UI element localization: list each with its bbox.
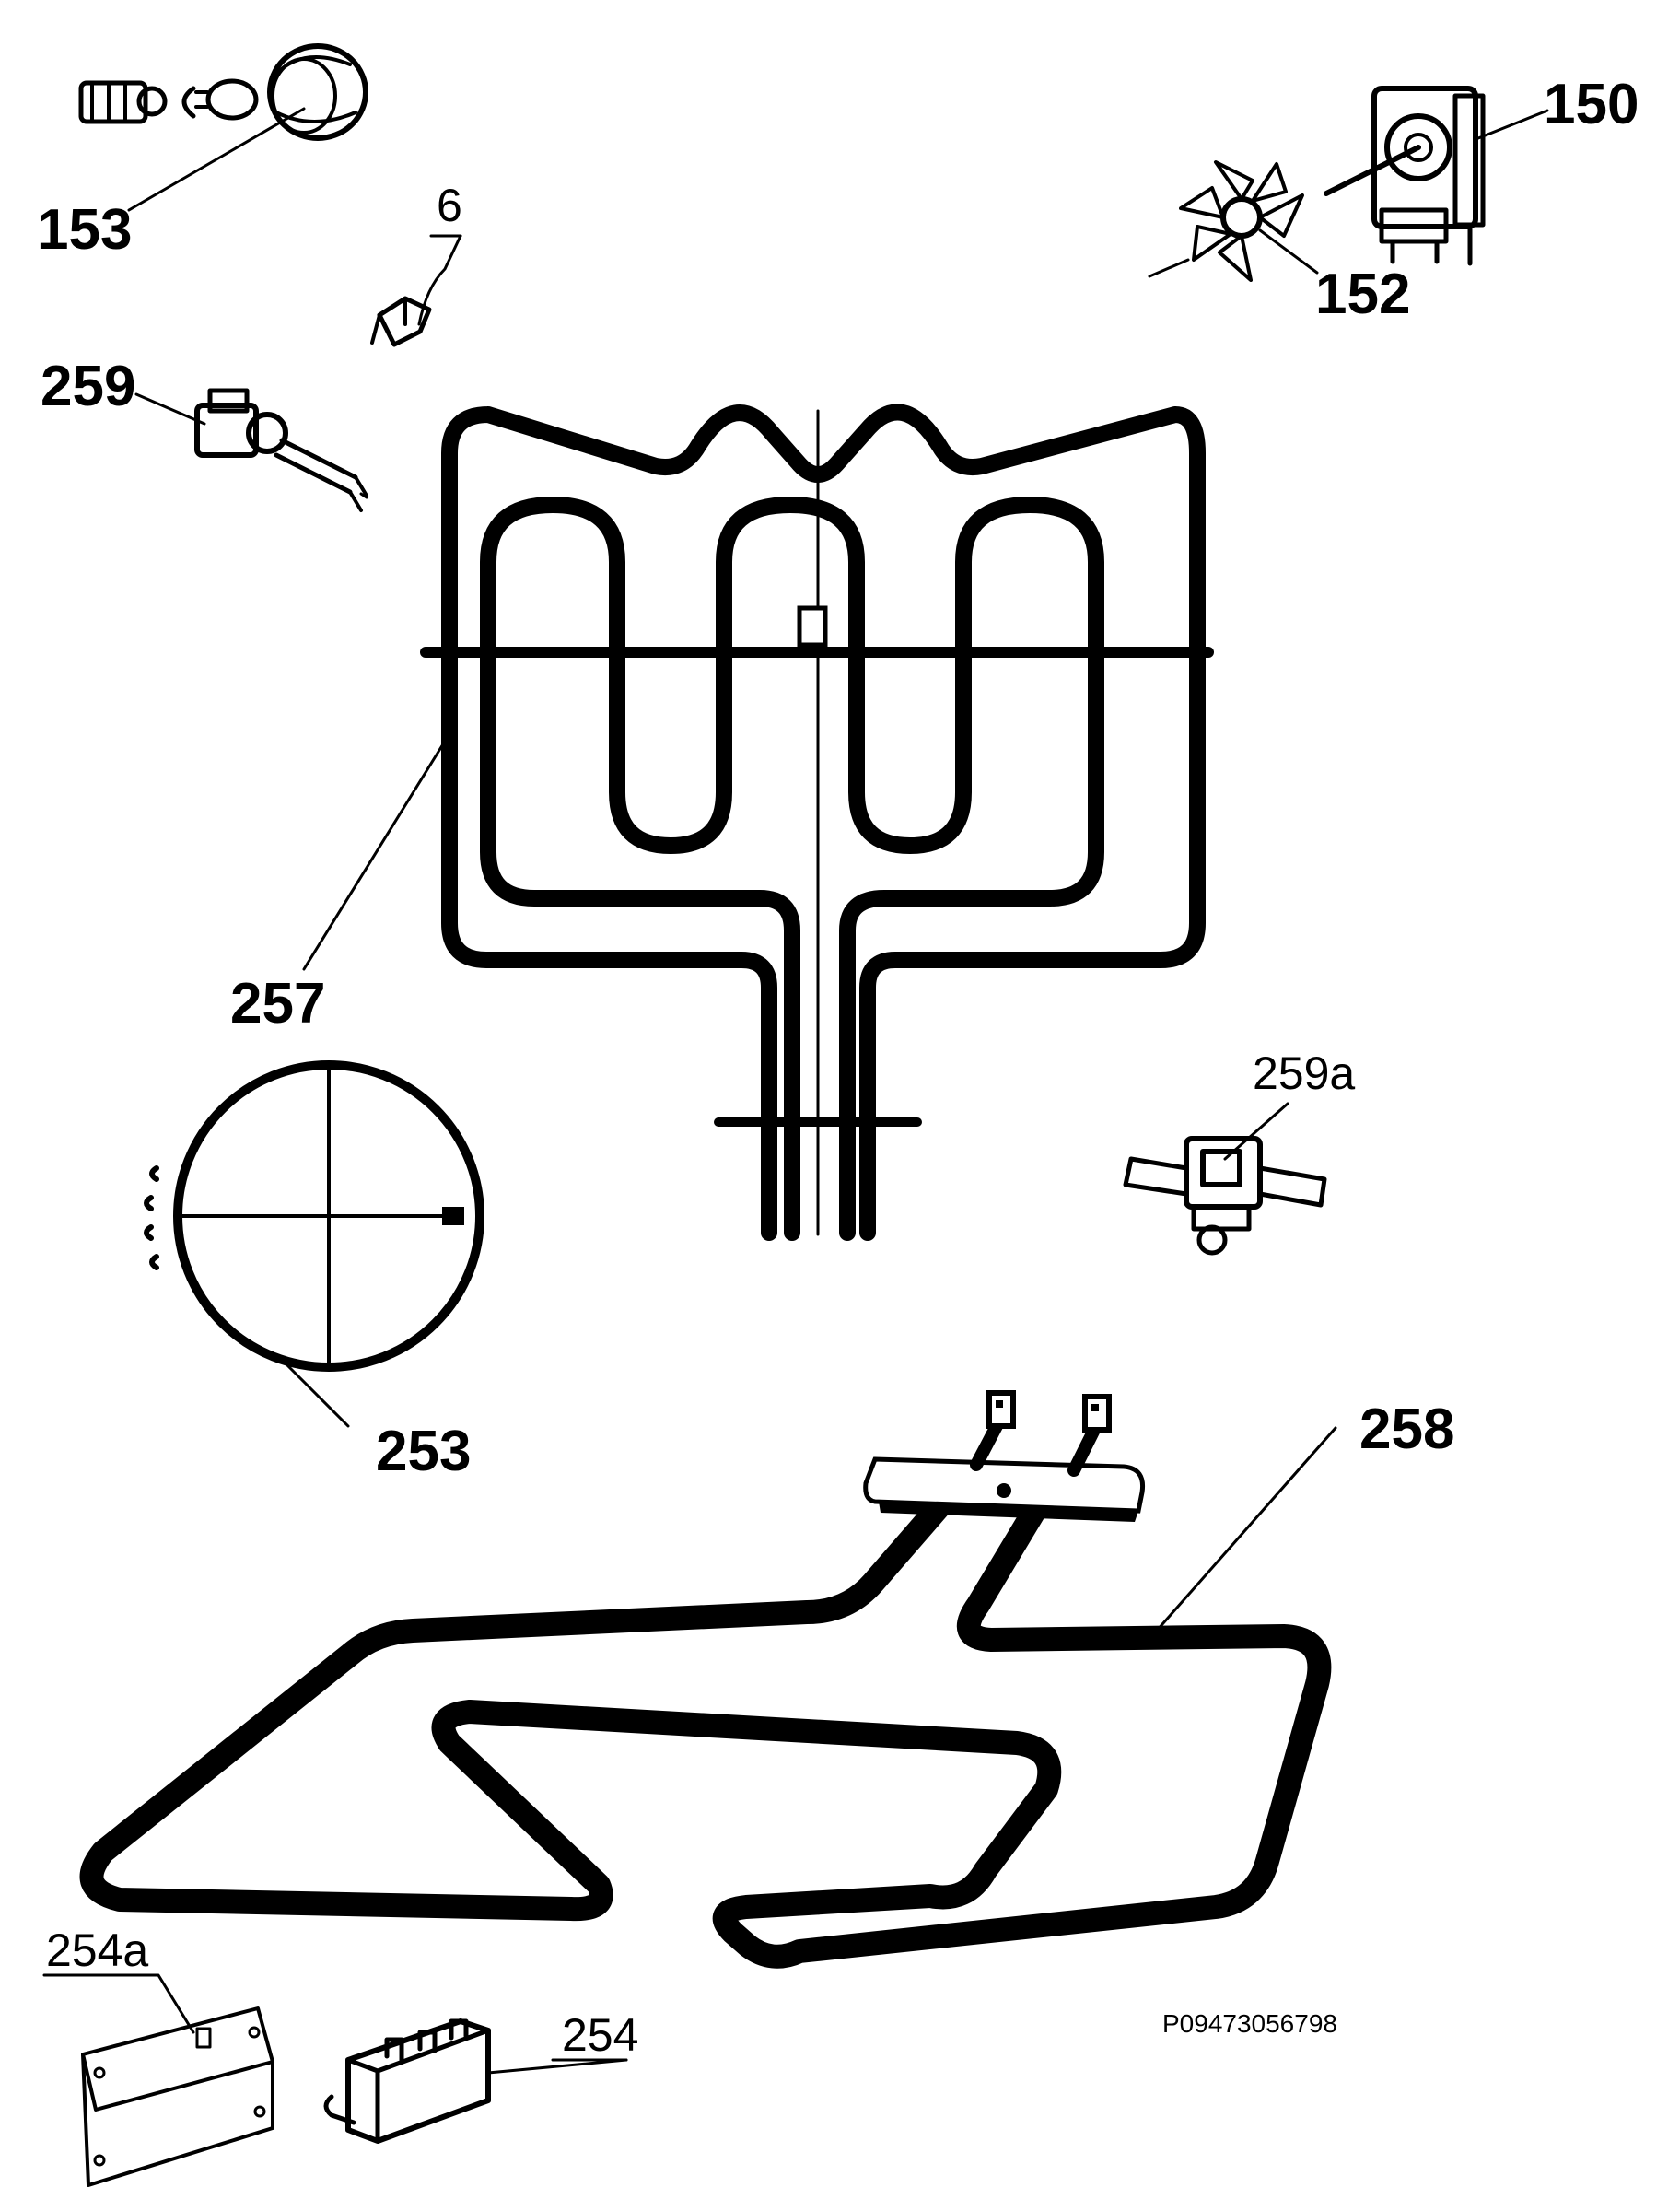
bottom-heating-element bbox=[79, 1390, 1332, 1969]
igniter-block bbox=[323, 2018, 491, 2144]
drawing-code: P09473056798 bbox=[1162, 2009, 1337, 2038]
bracket-plate bbox=[81, 2006, 274, 2187]
label-153: 153 bbox=[37, 198, 132, 262]
clip-part bbox=[370, 296, 432, 347]
fan-blade bbox=[1148, 160, 1304, 282]
label-6: 6 bbox=[437, 180, 462, 231]
label-152: 152 bbox=[1315, 263, 1410, 326]
label-259: 259 bbox=[41, 355, 135, 418]
fan-motor bbox=[1324, 86, 1486, 266]
grill-heating-element bbox=[420, 404, 1214, 1241]
label-254a: 254a bbox=[46, 1924, 148, 1976]
lamp-assembly bbox=[78, 43, 368, 141]
label-254: 254 bbox=[562, 2009, 638, 2061]
label-257: 257 bbox=[230, 972, 325, 1035]
label-259a: 259a bbox=[1253, 1047, 1355, 1099]
label-258: 258 bbox=[1359, 1398, 1454, 1461]
label-253: 253 bbox=[376, 1420, 471, 1483]
ring-heating-element bbox=[144, 1060, 484, 1372]
safety-thermostat bbox=[1123, 1136, 1327, 1256]
label-150: 150 bbox=[1544, 73, 1639, 136]
thermostat bbox=[194, 388, 368, 512]
